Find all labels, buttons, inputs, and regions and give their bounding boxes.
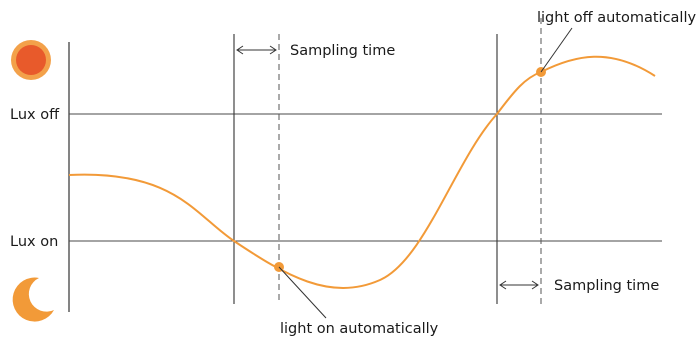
sampling-time-top-label: Sampling time xyxy=(290,43,395,59)
lux-off-label: Lux off xyxy=(10,107,60,123)
light-on-leader-line xyxy=(278,266,327,319)
light-off-annotation: light off automatically xyxy=(537,10,696,26)
light-level-curve xyxy=(68,55,656,289)
light-off-leader-line xyxy=(540,27,573,73)
sampling-time-bottom-arrowhead-left xyxy=(499,280,507,290)
light-on-annotation: light on automatically xyxy=(280,321,439,337)
lux-on-label: Lux on xyxy=(10,234,58,250)
moon-icon xyxy=(12,277,54,322)
sampling-time-top-arrowhead-right xyxy=(269,45,277,55)
sampling-time-bottom-arrowhead-right xyxy=(531,280,539,290)
sampling-time-bottom-label: Sampling time xyxy=(554,278,659,294)
sun-icon xyxy=(11,40,51,80)
sampling-time-top-arrowhead-left xyxy=(236,45,244,55)
